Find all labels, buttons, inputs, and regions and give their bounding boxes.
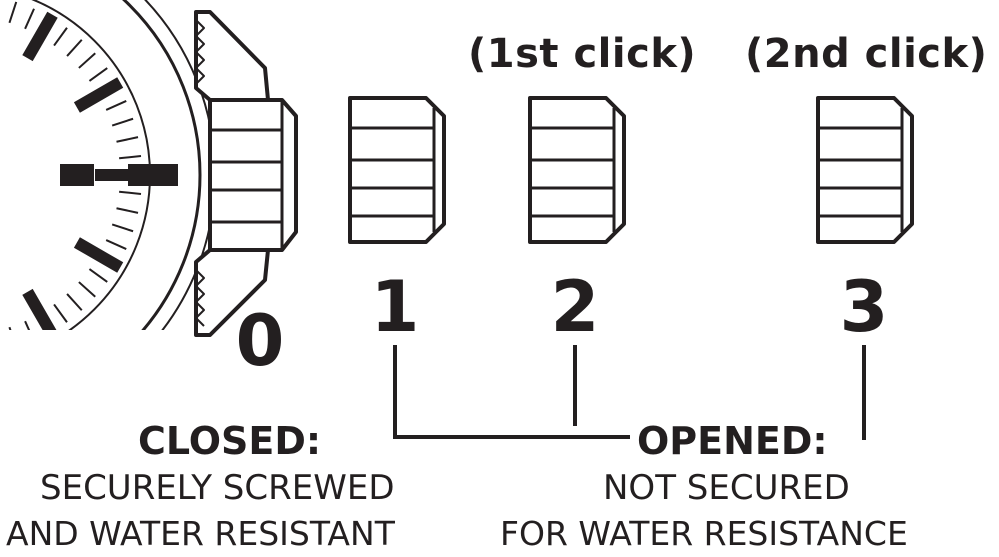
position-number-3: 3 bbox=[839, 266, 889, 348]
closed-line-2: AND WATER RESISTANT bbox=[6, 514, 395, 553]
minute-tick bbox=[111, 117, 134, 127]
minute-tick bbox=[116, 207, 139, 214]
minute-tick bbox=[8, 326, 12, 330]
opened-bracket bbox=[393, 345, 866, 440]
position-number-1: 1 bbox=[370, 266, 420, 348]
second-click-label: (2nd click) bbox=[745, 31, 988, 77]
first-click-label: (1st click) bbox=[468, 31, 697, 77]
case-teeth bbox=[195, 19, 205, 85]
minute-ticks bbox=[8, 1, 142, 330]
crown-position-2 bbox=[528, 96, 626, 244]
minute-tick bbox=[119, 154, 142, 160]
position-number-0: 0 bbox=[235, 300, 285, 382]
hour-marker bbox=[22, 288, 57, 330]
minute-tick bbox=[53, 303, 68, 323]
minute-tick bbox=[66, 293, 83, 311]
closed-title: CLOSED: bbox=[138, 419, 322, 463]
minute-tick bbox=[105, 100, 127, 111]
minute-tick bbox=[53, 27, 68, 47]
watch-dial bbox=[8, 0, 215, 330]
minute-tick bbox=[88, 268, 108, 283]
case-teeth-lower bbox=[195, 269, 205, 327]
minute-tick bbox=[78, 52, 96, 69]
minute-tick bbox=[66, 39, 83, 57]
minute-tick bbox=[24, 320, 31, 330]
minute-tick bbox=[8, 1, 18, 24]
opened-line-1: NOT SECURED bbox=[603, 468, 850, 508]
crown-position-1 bbox=[348, 96, 446, 244]
minute-tick bbox=[105, 239, 127, 250]
hour-marker bbox=[22, 11, 58, 62]
case-crown-guard bbox=[194, 10, 270, 337]
opened-title: OPENED: bbox=[637, 419, 828, 463]
minute-tick bbox=[88, 67, 108, 82]
crown-position-3 bbox=[816, 96, 914, 244]
hour-marker bbox=[73, 77, 124, 113]
hour-markers bbox=[22, 11, 178, 330]
three-oclock-marker bbox=[128, 164, 178, 186]
position-number-2: 2 bbox=[550, 266, 600, 348]
inner-marker bbox=[60, 164, 94, 186]
minute-tick bbox=[111, 223, 134, 233]
hour-marker bbox=[73, 237, 124, 273]
minute-tick bbox=[119, 190, 142, 196]
crown-position-0 bbox=[208, 98, 298, 252]
minute-tick bbox=[24, 8, 35, 30]
closed-line-1: SECURELY SCREWED bbox=[40, 468, 395, 508]
minute-tick bbox=[116, 136, 139, 143]
dial-outer-ring bbox=[121, 0, 202, 330]
bezel-edge bbox=[144, 0, 215, 330]
opened-line-2: FOR WATER RESISTANCE bbox=[500, 514, 908, 553]
minute-tick bbox=[78, 281, 96, 298]
crown-guard-top bbox=[194, 10, 270, 102]
